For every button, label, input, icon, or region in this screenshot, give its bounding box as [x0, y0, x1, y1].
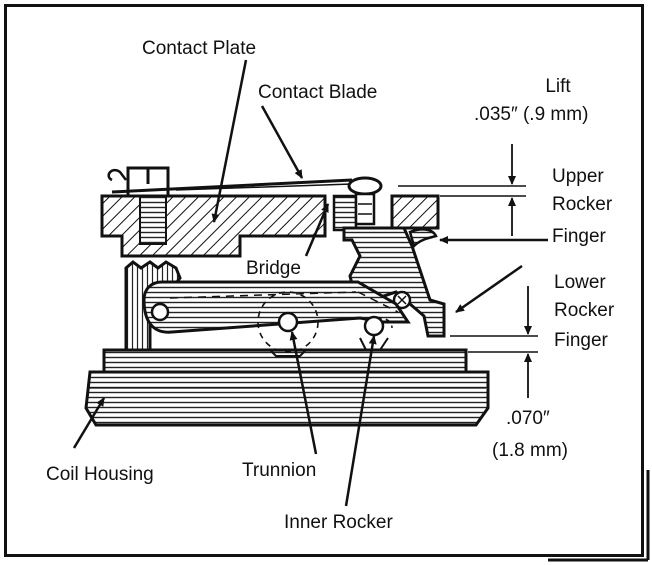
label-gap-value-1: .070″ [506, 408, 550, 429]
label-contact-plate: Contact Plate [142, 38, 257, 59]
label-contact-blade: Contact Blade [258, 82, 378, 103]
label-upper-rocker-2: Rocker [552, 194, 613, 215]
contact-plate [100, 166, 440, 258]
coil-housing [84, 370, 490, 427]
label-inner-rocker: Inner Rocker [284, 512, 393, 533]
gap-dimension [450, 286, 538, 398]
label-trunnion: Trunnion [242, 460, 317, 481]
label-gap-value-2: (1.8 mm) [492, 440, 568, 461]
base-plate [102, 348, 468, 374]
label-bridge: Bridge [246, 258, 301, 279]
upper-rocker-finger [342, 226, 446, 338]
label-lift-value: .035″ (.9 mm) [474, 104, 589, 125]
label-upper-rocker-1: Upper [552, 166, 604, 187]
label-lift-title: Lift [545, 76, 571, 97]
label-lower-rocker-1: Lower [554, 272, 606, 293]
contact-blade [107, 168, 383, 226]
leader-lines [72, 59, 548, 507]
lift-dimension [398, 144, 526, 236]
label-lower-rocker-2: Rocker [554, 300, 615, 321]
label-coil-housing: Coil Housing [46, 464, 154, 485]
rocker-arm [142, 280, 411, 334]
label-upper-rocker-3: Finger [552, 226, 606, 247]
inner-rocker [359, 315, 393, 351]
trunnion [257, 291, 319, 357]
label-lower-rocker-3: Finger [554, 330, 608, 351]
